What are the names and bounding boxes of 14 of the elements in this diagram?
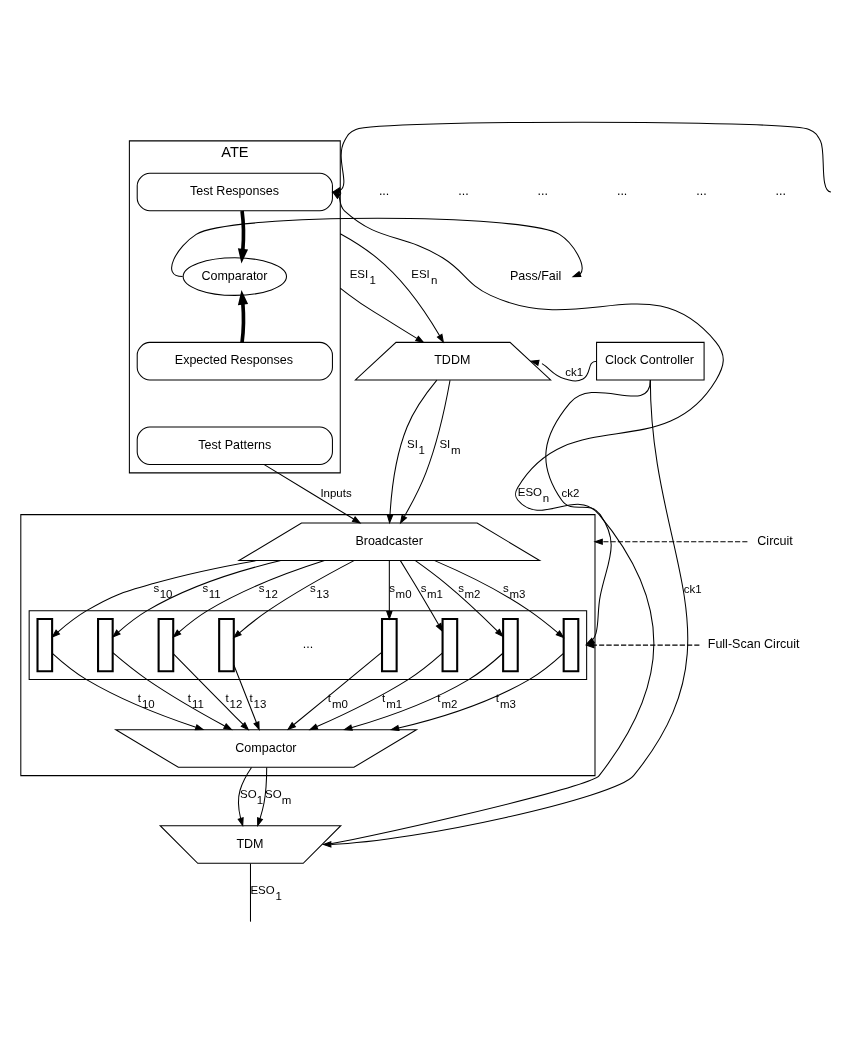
label: ... xyxy=(696,183,707,198)
label: ... xyxy=(458,183,469,198)
label: ... xyxy=(775,183,787,198)
label: ... xyxy=(616,183,628,198)
label: ... xyxy=(302,636,314,651)
node-text: Pass/Fail xyxy=(509,268,562,283)
node-text: Circuit xyxy=(757,533,793,548)
label: ... xyxy=(537,183,549,198)
edge-label: ck1 xyxy=(683,582,702,595)
label: ... xyxy=(378,183,390,198)
edge-label: Inputs xyxy=(320,486,352,499)
node-text: Full-Scan Circuit xyxy=(707,636,800,651)
edge-label: ck2 xyxy=(561,486,580,499)
edge-label: ck1 xyxy=(565,365,584,378)
